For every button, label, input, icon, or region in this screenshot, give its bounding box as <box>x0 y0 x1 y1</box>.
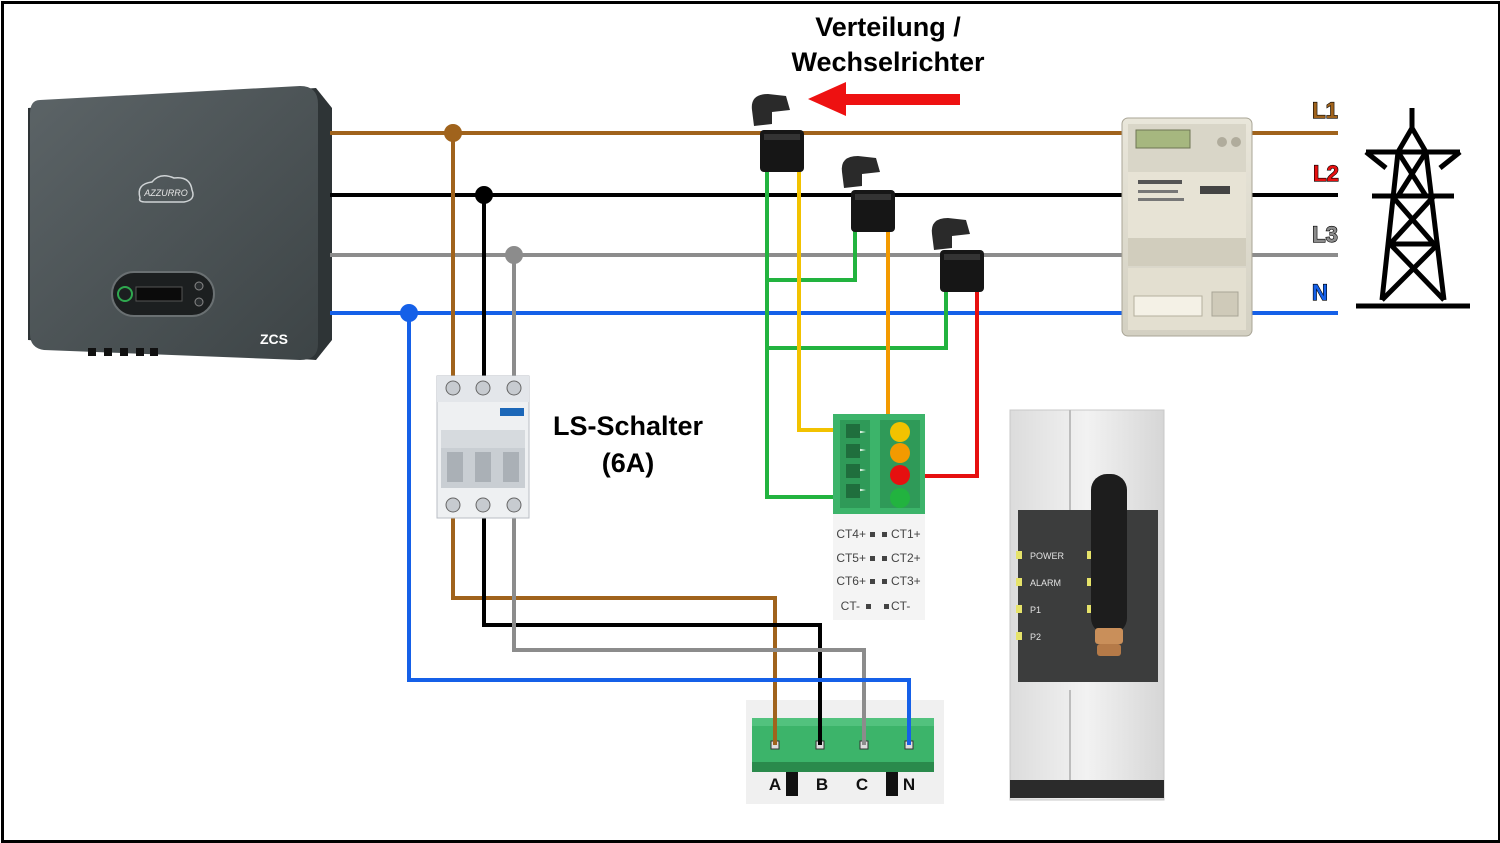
supply-terminal-block: A B C N <box>746 700 944 804</box>
terminal-label-b: B <box>816 775 828 794</box>
inverter-logo: ZCS <box>260 331 288 347</box>
ct-clamp-l3 <box>931 218 984 292</box>
supply-wire-ends <box>773 700 911 745</box>
label-l3: L3 <box>1312 222 1338 247</box>
ct-common-terminal <box>890 488 910 508</box>
ct-label-left-1: CT4+ <box>836 527 866 541</box>
led-label-alarm: ALARM <box>1030 578 1061 588</box>
gateway-module: POWER ALARM P1 P2 <box>1009 409 1165 801</box>
title-line2: Wechselrichter <box>791 47 985 77</box>
ct1-terminal <box>890 422 910 442</box>
breaker-label-line1: LS-Schalter <box>553 411 704 441</box>
ct-label-right-2: CT2+ <box>891 551 921 565</box>
energy-meter <box>1121 117 1253 337</box>
power-tower-icon <box>1356 108 1470 309</box>
terminal-label-n: N <box>903 775 915 794</box>
terminal-label-c: C <box>856 775 868 794</box>
ct-label-left-4: CT- <box>841 599 860 613</box>
ct-label-left-2: CT5+ <box>836 551 866 565</box>
junction-l2 <box>475 186 493 204</box>
ct3-terminal <box>890 465 910 485</box>
junction-l3 <box>505 246 523 264</box>
ct-terminal-block: CT4+ CT5+ CT6+ CT- CT1+ CT2+ CT3+ CT- <box>833 414 925 620</box>
breaker-label-line2: (6A) <box>602 448 655 478</box>
led-label-power: POWER <box>1030 551 1065 561</box>
label-l1: L1 <box>1312 98 1338 123</box>
terminal-label-a: A <box>769 775 781 794</box>
label-n: N <box>1312 280 1328 305</box>
ct-label-right-3: CT3+ <box>891 574 921 588</box>
energy-direction-arrow <box>808 82 960 116</box>
junction-n <box>400 304 418 322</box>
ct-label-right-4: CT- <box>891 599 910 613</box>
junction-l1 <box>444 124 462 142</box>
inverter-display-panel <box>111 271 215 317</box>
ct-label-right-1: CT1+ <box>891 527 921 541</box>
led-label-p1: P1 <box>1030 605 1041 615</box>
title-line1: Verteilung / <box>815 12 961 42</box>
gateway-leds: POWER ALARM P1 P2 <box>1016 551 1093 642</box>
inverter-cloud-logo: AZZURRO <box>138 175 194 203</box>
power-supply-wiring <box>400 124 911 745</box>
ct-clamp-l1 <box>751 94 804 172</box>
ct-clamp-l2 <box>841 156 895 232</box>
circuit-breaker <box>436 375 530 519</box>
ct2-terminal <box>890 443 910 463</box>
inverter-brand: AZZURRO <box>143 188 188 198</box>
label-l2: L2 <box>1313 161 1339 186</box>
led-label-p2: P2 <box>1030 632 1041 642</box>
ct-label-left-3: CT6+ <box>836 574 866 588</box>
inverter: AZZURRO ZCS <box>28 86 332 360</box>
antenna-icon <box>1091 474 1127 656</box>
